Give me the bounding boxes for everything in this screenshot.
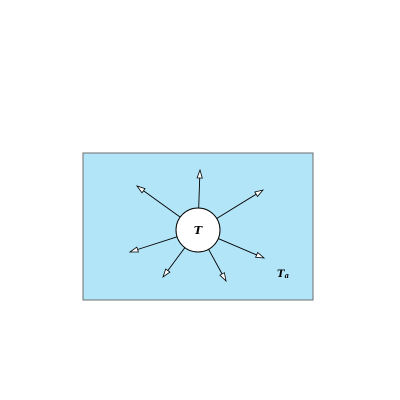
heat-flow-arrow-shaft [198,177,201,209]
heat-flow-arrow-shaft [137,236,178,250]
heat-flow-arrowhead [219,272,227,283]
heat-flow-arrow-shaft [143,190,181,218]
heat-flow-arrow-shaft [216,193,257,219]
heat-flow-arrow-shaft [167,247,186,271]
heat-flow-arrowhead [196,168,203,179]
heat-flow-arrowhead [255,251,266,259]
heat-flow-arrows [128,168,266,283]
ambient-temperature-symbol: T [277,269,286,280]
heat-flow-arrowhead [254,189,265,198]
ambient-temperature-subscript: a [284,271,289,280]
body-circle [175,207,221,253]
heat-flow-arrowhead [128,246,139,253]
body-temperature-label: T [194,224,203,237]
heat-flow-arrow-shaft [208,249,223,275]
heat-flow-arrow-shaft [218,238,257,256]
heat-flow-arrowhead [135,185,146,194]
heat-flow-arrowhead [162,268,171,279]
ambient-temperature-label: Ta [277,269,289,280]
